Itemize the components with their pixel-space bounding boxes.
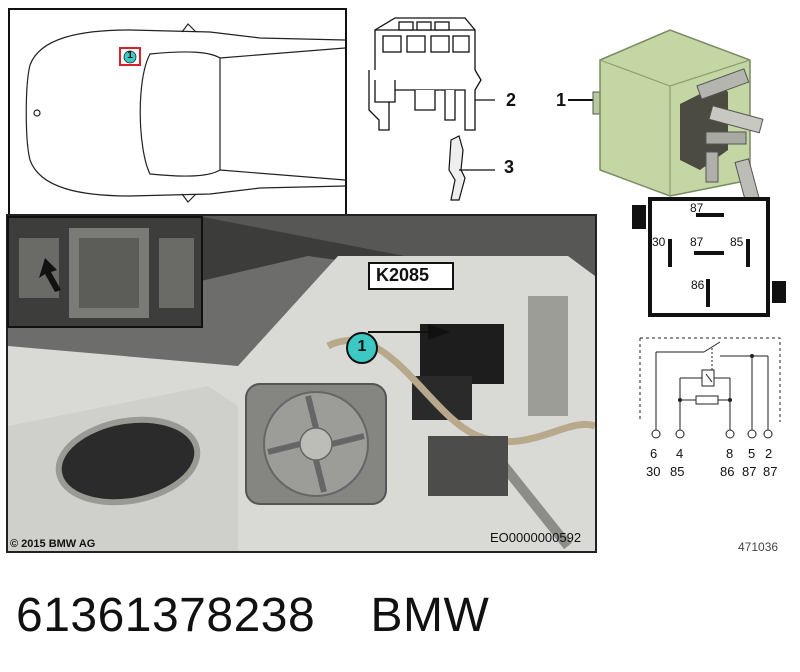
pin-label-top: 87 [690, 201, 704, 215]
schematic-pin-terminal: 85 [670, 464, 685, 479]
relay-drawing [568, 29, 764, 200]
schematic-pin-number: 6 [650, 446, 658, 461]
photo-code: EO0000000592 [490, 530, 582, 545]
callout-arrow [368, 324, 450, 340]
schematic-pin-number: 4 [676, 446, 684, 461]
schematic-pin-number: 8 [726, 446, 734, 461]
connector-drawing [368, 17, 495, 201]
schematic-pin-terminal: 86 [720, 464, 735, 479]
inset-illustration [9, 218, 201, 326]
brand-name: BMW [370, 589, 490, 642]
vehicle-location-panel: 1 [8, 8, 347, 216]
location-marker-box [119, 47, 141, 66]
component-label-box: K2085 [368, 262, 454, 290]
location-marker-dot [123, 50, 137, 64]
part-caption: 61361378238 BMW [16, 588, 489, 643]
car-marker-label: 1 [127, 50, 133, 61]
schematic-pin-number: 5 [748, 446, 756, 461]
pin-label-center: 87 [690, 235, 704, 249]
car-outline-drawing [25, 23, 345, 203]
callout-marker: 1 [346, 332, 378, 364]
pin-label-left: 30 [652, 235, 666, 249]
callout-relay: 1 [556, 90, 567, 110]
relay-schematic [639, 337, 781, 439]
engine-bay-inset-photo [7, 216, 203, 328]
copyright-text: © 2015 BMW AG [10, 538, 96, 550]
relay-pin-layout [632, 197, 786, 317]
photo-callout-label: 1 [357, 338, 367, 355]
pin-label-right: 85 [730, 235, 744, 249]
callout-terminal: 3 [504, 157, 515, 177]
diagram-code: 471036 [738, 540, 779, 554]
schematic-pin-terminal: 30 [646, 464, 661, 479]
schematic-pin-terminal: 87 [742, 464, 757, 479]
component-label: K2085 [376, 265, 430, 285]
schematic-pin-number: 2 [765, 446, 773, 461]
schematic-pin-terminal: 87 [763, 464, 778, 479]
part-number: 61361378238 [16, 589, 316, 642]
callout-connector: 2 [506, 90, 517, 110]
pin-label-bottom: 86 [691, 278, 705, 292]
